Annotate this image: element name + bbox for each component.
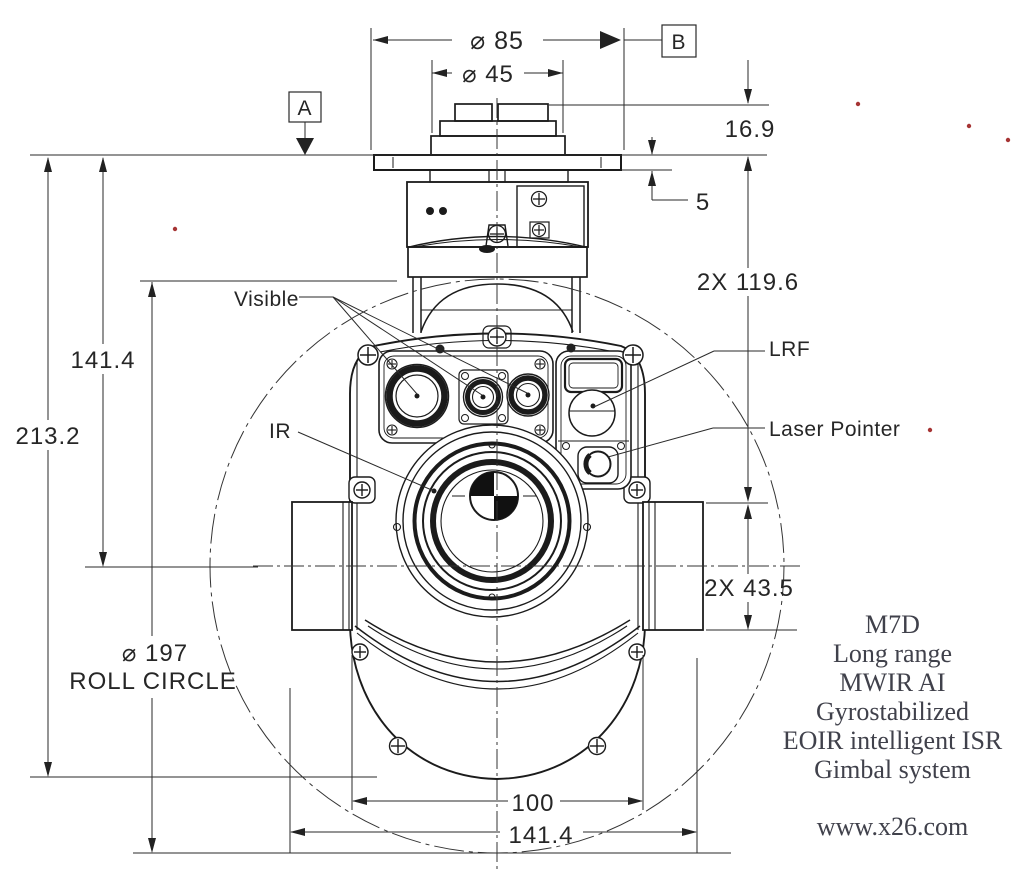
visible-leader (299, 296, 528, 396)
callout-ir: IR (269, 420, 291, 443)
arrowheads (44, 31, 752, 853)
dim-dia45: ⌀ 45 (462, 61, 514, 88)
dim-100: 100 (511, 790, 554, 817)
info-line: M7D (865, 610, 920, 639)
callout-laser-pointer: Laser Pointer (769, 418, 900, 441)
visible-camera-lens-small (506, 373, 550, 417)
datum-b-box (661, 24, 697, 58)
visible-camera-lens-large (384, 363, 450, 429)
dimension-linework (30, 24, 797, 854)
dim-141-4-bottom: 141.4 (508, 822, 573, 849)
dim-dia85: ⌀ 85 (470, 27, 524, 55)
pivot-screw (623, 476, 651, 504)
roll-circle-dia: ⌀ 197 (122, 640, 188, 667)
indicator-dot (439, 207, 447, 215)
pivot-screw (348, 476, 376, 504)
info-line: MWIR AI (839, 668, 946, 697)
screw-icon (388, 736, 408, 756)
datum-b-triangle (600, 31, 621, 49)
lrf-panel (555, 350, 632, 490)
lrf-aperture (568, 389, 616, 437)
neck (429, 169, 569, 183)
datum-b-label: B (671, 31, 686, 54)
visible-camera-lens-mid (458, 369, 509, 425)
indicator-dot (426, 207, 434, 215)
dim-5: 5 (696, 189, 710, 216)
red-dot (927, 427, 933, 433)
dim-2x-43-5: 2X 43.5 (704, 575, 794, 602)
datum-a-box (288, 91, 322, 123)
screw-icon (628, 643, 646, 661)
roll-circle-label: ROLL CIRCLE (69, 668, 237, 695)
dim-141-4-left: 141.4 (70, 347, 135, 374)
datum-a-label: A (297, 97, 312, 120)
callout-visible: Visible (234, 288, 299, 311)
lrf-leader (593, 350, 765, 408)
screw-icon (587, 736, 607, 756)
red-dot (855, 101, 861, 107)
stack-tier-2 (430, 135, 566, 156)
dim-16-9: 16.9 (725, 116, 776, 143)
screw-icon (530, 190, 548, 208)
callout-lrf: LRF (769, 338, 810, 361)
info-line: Gyrostabilized (815, 697, 970, 726)
info-line: Gimbal system (814, 755, 971, 784)
connector-right (497, 103, 549, 122)
ir-leader (297, 431, 435, 492)
product-info-block: M7D Long range MWIR AI Gyrostabilized EO… (770, 610, 1015, 784)
screw-icon (622, 344, 644, 366)
red-dot (1005, 137, 1011, 143)
center-of-gravity-symbol (452, 471, 536, 521)
laser-leader (607, 427, 765, 458)
dim-2x-119-6: 2X 119.6 (697, 269, 799, 296)
red-dot (172, 226, 178, 232)
datum-a-triangle (296, 138, 314, 155)
info-line: Long range (832, 639, 953, 668)
screw-icon (531, 222, 547, 238)
info-line: EOIR intelligent ISR (782, 726, 1003, 755)
red-dot (966, 123, 972, 129)
dim-213-2: 213.2 (15, 423, 80, 450)
connector-left (454, 103, 493, 122)
gimbal-body (291, 103, 704, 780)
dimension-text: ⌀ 85 ⌀ 45 A B 16.9 5 2X 119.6 141.4 213.… (15, 27, 900, 849)
laser-pointer-housing (577, 446, 619, 484)
stack-tier-1 (439, 120, 557, 137)
screw-icon (351, 643, 369, 661)
red-dots (172, 101, 1011, 433)
website-url: www.x26.com (816, 812, 969, 841)
ir-lens-assembly (392, 424, 592, 618)
screw-icon (357, 344, 379, 366)
